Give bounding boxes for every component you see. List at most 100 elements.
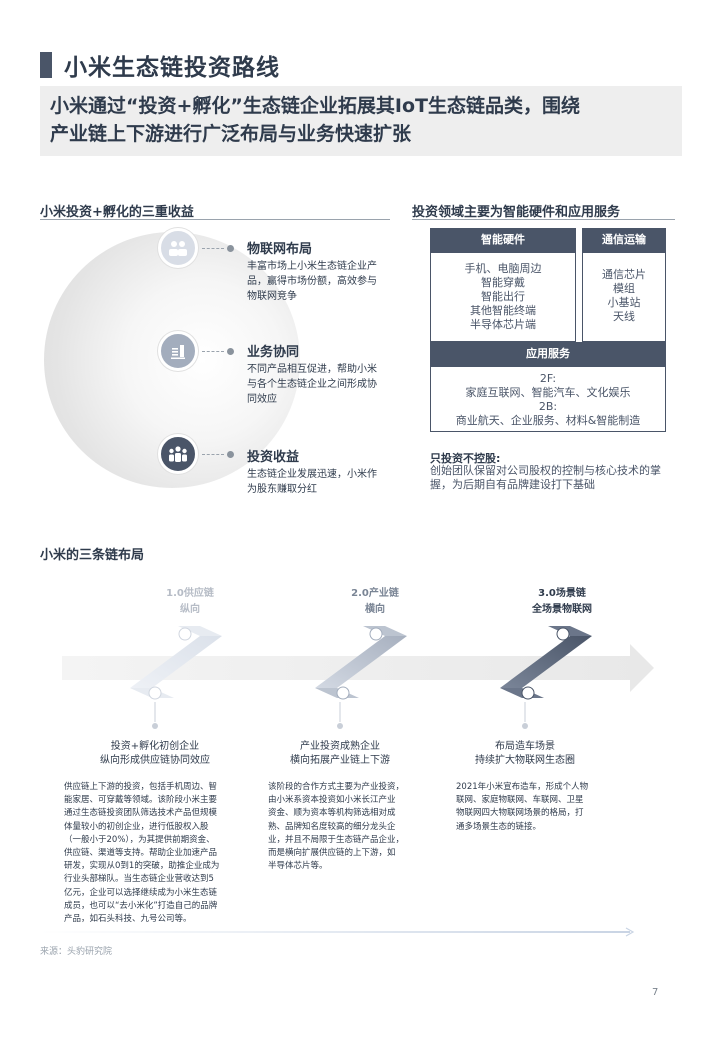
stage-description: 2021年小米宣布造车，形成个人物 联网、家庭物联网、车联网、卫星 物联网四大物… — [456, 781, 616, 834]
desc-line: 物联网四大物联网场景的格局，打 — [456, 808, 584, 819]
desc-line: 半导体芯片等。 — [268, 861, 328, 872]
desc-line: 业，并且不局限于生态链产品企业， — [268, 834, 405, 845]
note-title: 只投资不控股: — [430, 452, 501, 465]
chain-ribbon-3 — [500, 636, 592, 688]
list-item: 家庭互联网、智能汽车、文化娱乐 — [465, 386, 631, 399]
desc-line: 由小米系资本投资如小米长江产业 — [268, 795, 396, 806]
caption-line: 产业投资成熟企业 — [300, 741, 380, 752]
bullet-dot — [227, 348, 234, 355]
table-cell-services: 2F: 家庭互联网、智能汽车、文化娱乐 2B: 商业航天、企业服务、材料&智能制… — [430, 366, 666, 432]
list-item: 模组 — [613, 282, 635, 295]
connector-line — [202, 351, 224, 352]
stage-pin-dot — [152, 723, 158, 729]
desc-line: 能家居、可穿戴等领域。该阶段小米主要 — [64, 795, 218, 806]
headline-line: 小米通过“投资+孵化”生态链企业拓展其IoT生态链品类，围绕 — [50, 95, 580, 117]
note-text: 创始团队保留对公司股权的控制与核心技术的掌握，为后期自有品牌建设打下基础 — [430, 464, 661, 491]
stage-caption: 投资+孵化初创企业 纵向形成供应链协同效应 — [70, 740, 240, 768]
headline-box: 小米通过“投资+孵化”生态链企业拓展其IoT生态链品类，围绕 产业链上下游进行广… — [40, 86, 682, 156]
caption-line: 纵向形成供应链协同效应 — [100, 755, 210, 766]
benefit-title: 业务协同 — [247, 345, 300, 360]
stage-title: 3.0场景链 全场景物联网 — [502, 586, 622, 618]
table-header-hardware: 智能硬件 — [430, 228, 576, 252]
bar-chart-icon — [158, 331, 198, 371]
page-number: 7 — [652, 987, 659, 998]
stage-title: 1.0供应链 纵向 — [130, 586, 250, 618]
chain-ribbon-1-fold — [178, 626, 222, 636]
stage-pin-dot — [522, 723, 528, 729]
stage-title-line: 1.0供应链 — [166, 588, 214, 599]
desc-line: 研发，实现从0到1的突破，助推企业成为 — [64, 861, 220, 872]
bullet-dot — [227, 245, 234, 252]
bullet-dot — [227, 451, 234, 458]
desc-line: 资金、顺为资本等机构筛选相对成 — [268, 808, 396, 819]
node-icon — [336, 686, 350, 700]
list-item: 半导体芯片端 — [470, 318, 536, 331]
desc-line: 通过生态链投资团队筛选技术产品但规模 — [64, 808, 218, 819]
benefit-desc: 不同产品相互促进，帮助小米与各个生态链企业之间形成协同效应 — [247, 364, 377, 405]
desc-line: 体量较小的初创企业，进行低股权入股 — [64, 821, 209, 832]
caption-line: 投资+孵化初创企业 — [110, 741, 200, 752]
stage-caption: 产业投资成熟企业 横向拓展产业链上下游 — [255, 740, 425, 768]
node-icon — [556, 627, 570, 641]
section-divider — [40, 219, 390, 220]
chain-ribbon-2 — [315, 636, 407, 688]
bottom-rule-arrow — [40, 927, 635, 937]
team-icon — [158, 434, 198, 474]
list-item: 智能穿戴 — [481, 276, 525, 289]
section-title-investment-fields: 投资领域主要为智能硬件和应用服务 — [412, 205, 621, 220]
section-title-benefits: 小米投资+孵化的三重收益 — [40, 205, 194, 220]
list-item: 通信芯片 — [602, 268, 646, 281]
section-divider — [412, 219, 675, 220]
chain-ribbon-1 — [130, 636, 222, 688]
title-accent-bar — [40, 52, 52, 78]
benefit-title: 投资收益 — [247, 450, 300, 465]
people-icon — [158, 228, 198, 268]
stage-pin-dot — [337, 723, 343, 729]
benefit-desc: 丰富市场上小米生态链企业产品，赢得市场份额，高效参与物联网竞争 — [247, 261, 377, 302]
stage-title: 2.0产业链 横向 — [315, 586, 435, 618]
stage-title-line: 3.0场景链 — [538, 588, 586, 599]
list-item: 手机、电脑周边 — [464, 262, 542, 275]
stage-description: 该阶段的合作方式主要为产业投资， 由小米系资本投资如小米长江产业 资金、顺为资本… — [268, 781, 428, 873]
caption-line: 布局造车场景 — [495, 741, 555, 752]
page-title: 小米生态链投资路线 — [64, 55, 280, 81]
node-icon — [148, 686, 162, 700]
desc-line: 该阶段的合作方式主要为产业投资， — [268, 782, 405, 792]
list-item: 智能出行 — [481, 290, 525, 303]
stage-caption: 布局造车场景 持续扩大物联网生态圈 — [440, 740, 610, 768]
table-cell-telecom: 通信芯片 模组 小基站 天线 — [582, 252, 666, 342]
stage-title-line: 横向 — [365, 604, 385, 615]
desc-line: 成员，也可以“去小米化”打造自己的品牌 — [64, 900, 218, 911]
list-item: 商业航天、企业服务、材料&智能制造 — [455, 414, 641, 427]
caption-line: 持续扩大物联网生态圈 — [475, 755, 575, 766]
benefit-title: 物联网布局 — [247, 242, 313, 257]
table-header-telecom: 通信运输 — [582, 228, 666, 252]
list-item: 2B: — [538, 400, 558, 413]
list-item: 小基站 — [607, 296, 641, 309]
desc-line: 通多场景生态的链接。 — [456, 821, 542, 832]
table-cell-hardware: 手机、电脑周边 智能穿戴 智能出行 其他智能终端 半导体芯片端 — [430, 252, 576, 342]
headline-line: 产业链上下游进行广泛布局与业务快速扩张 — [50, 123, 412, 145]
list-item: 其他智能终端 — [470, 304, 536, 317]
node-icon — [178, 627, 192, 641]
desc-line: （一般小于20%），为其提供前期资金、 — [64, 834, 215, 845]
benefit-desc: 生态链企业发展迅速，小米作为股东赚取分红 — [247, 469, 377, 495]
stage-title-line: 纵向 — [180, 604, 200, 615]
desc-line: 联网、家庭物联网、车联网、卫星 — [456, 795, 584, 806]
desc-line: 2021年小米宣布造车，形成个人物 — [456, 782, 589, 792]
chain-diagram — [62, 626, 654, 729]
caption-line: 横向拓展产业链上下游 — [290, 755, 390, 766]
stage-title-line: 全场景物联网 — [532, 604, 592, 615]
source-note: 来源：头豹研究院 — [40, 947, 113, 957]
list-item: 2F: — [539, 372, 557, 385]
desc-line: 产品，如石头科技、九号公司等。 — [64, 914, 192, 925]
connector-line — [202, 454, 224, 455]
connector-line — [202, 248, 224, 249]
desc-line: 供应链上下游的投资，包括手机周边、智 — [64, 782, 218, 792]
desc-line: 行业头部梯队。当生态链企业营收达到5 — [64, 874, 214, 885]
section-title-chains: 小米的三条链布局 — [40, 548, 145, 563]
chain-ribbon-3-fold — [548, 626, 592, 636]
desc-line: 供应链、渠道等支持。帮助企业加速产品 — [64, 848, 218, 859]
list-item: 天线 — [613, 310, 635, 323]
table-header-services: 应用服务 — [430, 342, 666, 366]
